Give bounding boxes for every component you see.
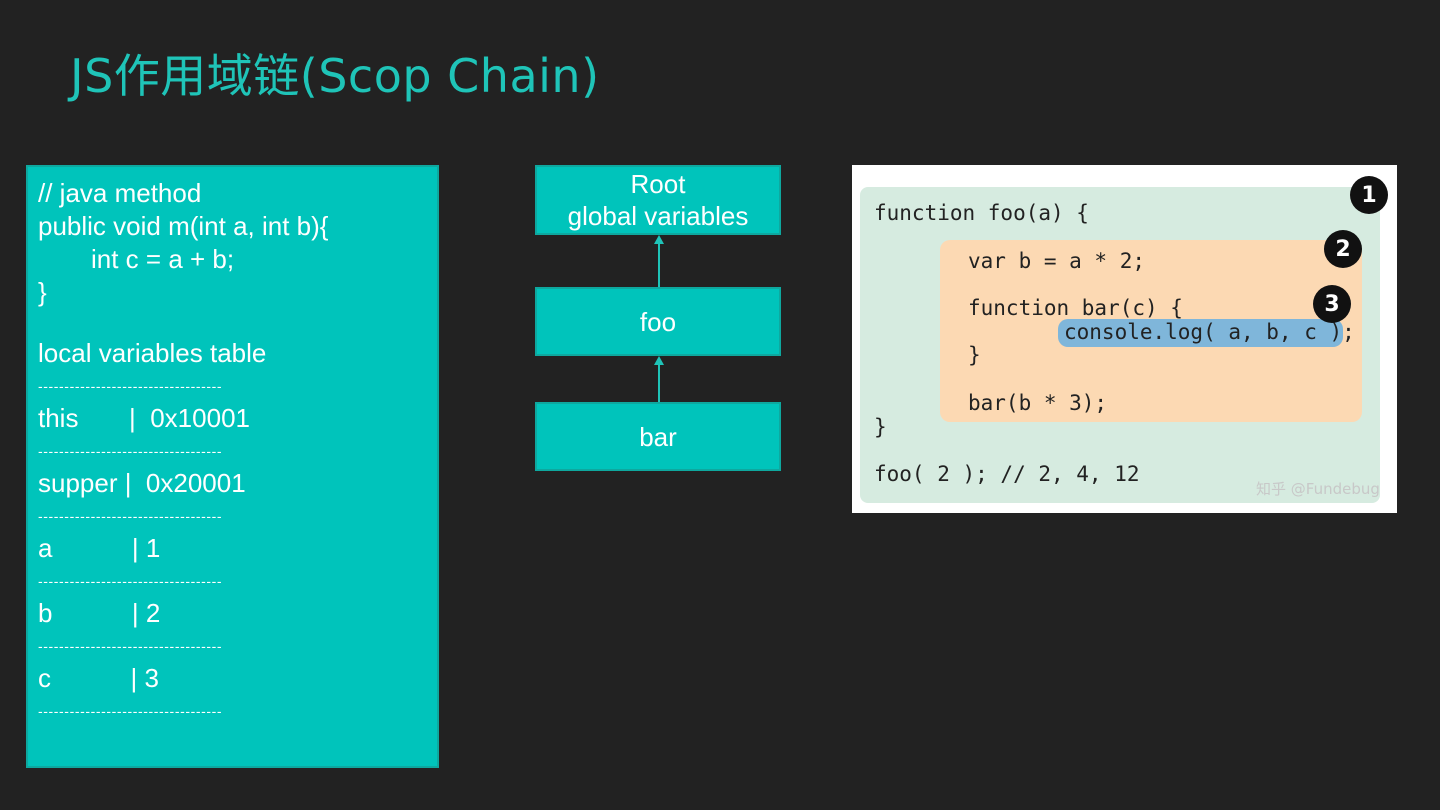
global-variables-label: global variables: [567, 201, 749, 231]
scope-code-illustration: function foo(a) { var b = a * 2; functio…: [852, 165, 1397, 513]
code-line: }: [968, 343, 981, 367]
method-signature: public void m(int a, int b){: [38, 211, 329, 241]
table-heading: local variables table: [38, 338, 267, 368]
code-line: foo( 2 ); // 2, 4, 12: [874, 462, 1140, 486]
table-row-this: this | 0x10001: [38, 403, 250, 433]
root-label: Root: [630, 169, 686, 199]
foo-scope-box: foo: [535, 287, 781, 356]
table-separator: -----------------------------------: [38, 638, 223, 654]
java-method-box: // java method public void m(int a, int …: [26, 165, 439, 768]
code-comment: // java method: [38, 178, 202, 208]
foo-label: foo: [639, 306, 677, 337]
table-separator: -----------------------------------: [38, 703, 223, 719]
table-row-c: c | 3: [38, 663, 159, 693]
code-line: bar(b * 3);: [968, 391, 1108, 415]
arrow-up-icon: [654, 235, 664, 287]
code-line: }: [874, 415, 887, 439]
root-scope-box: Root global variables: [535, 165, 781, 235]
table-row-supper: supper | 0x20001: [38, 468, 246, 498]
slide-title: JS作用域链(Scop Chain): [70, 49, 600, 103]
arrow-up-icon: [654, 356, 664, 402]
table-row-a: a | 1: [38, 533, 161, 563]
bar-scope-bubble: [1058, 319, 1343, 347]
scope-badge-1: 1: [1350, 176, 1388, 214]
code-line: console.log( a, b, c );: [1064, 320, 1355, 344]
table-separator: -----------------------------------: [38, 508, 223, 524]
code-line: var b = a * 2;: [968, 249, 1146, 273]
scope-badge-3: 3: [1313, 285, 1351, 323]
method-body: int c = a + b;: [91, 244, 235, 274]
code-line: function foo(a) {: [874, 201, 1089, 225]
table-separator: -----------------------------------: [38, 573, 223, 589]
table-separator: -----------------------------------: [38, 443, 223, 459]
bar-scope-box: bar: [535, 402, 781, 471]
table-separator: -----------------------------------: [38, 378, 223, 394]
watermark: 知乎 @Fundebug: [1256, 480, 1380, 498]
table-row-b: b | 2: [38, 598, 161, 628]
scope-badge-2: 2: [1324, 230, 1362, 268]
bar-label: bar: [639, 421, 677, 452]
method-close: }: [38, 277, 47, 307]
code-line: function bar(c) {: [968, 296, 1183, 320]
